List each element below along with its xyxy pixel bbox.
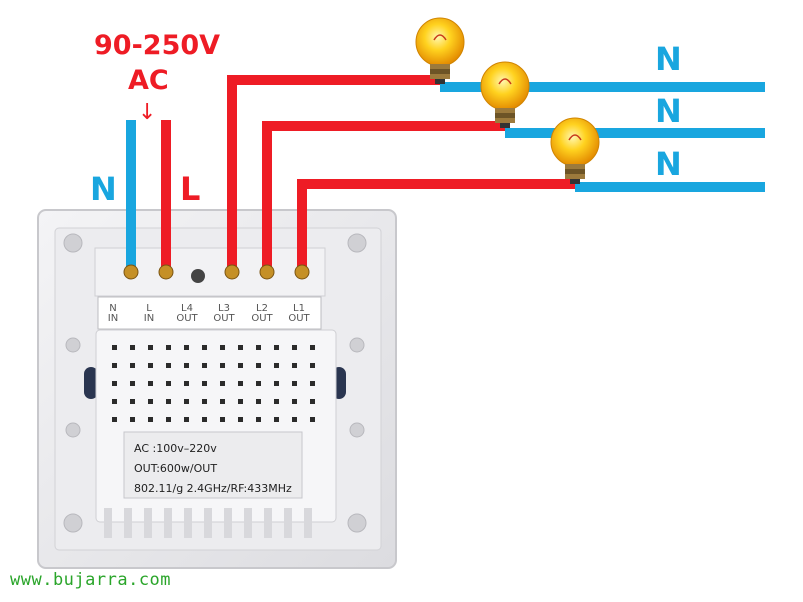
neutral-label: N: [655, 145, 682, 183]
spec-input: AC :100v–220v: [134, 442, 217, 455]
vent-hole: [148, 399, 153, 404]
vent-hole: [310, 399, 315, 404]
vent-hole: [130, 399, 135, 404]
vent-hole: [112, 363, 117, 368]
vent-hole: [220, 345, 225, 350]
vent-hole: [166, 381, 171, 386]
vent-hole: [220, 363, 225, 368]
vent-hole: [112, 417, 117, 422]
vent-hole: [112, 381, 117, 386]
vent-hole: [202, 345, 207, 350]
neutral-label: N: [655, 40, 682, 78]
switch-back-plate: [37, 209, 397, 569]
vent-hole: [148, 417, 153, 422]
vent-hole: [130, 381, 135, 386]
vent-hole: [274, 345, 279, 350]
vent-hole: [148, 363, 153, 368]
vent-hole: [220, 381, 225, 386]
vent-hole: [202, 417, 207, 422]
live-supply-label: L: [180, 170, 201, 208]
vent-hole: [202, 381, 207, 386]
vent-hole: [166, 399, 171, 404]
vent-hole: [256, 399, 261, 404]
vent-hole: [292, 399, 297, 404]
vent-hole: [256, 363, 261, 368]
vent-hole: [274, 399, 279, 404]
vent-hole: [220, 417, 225, 422]
supply-arrow: ↓: [138, 100, 157, 125]
vent-hole: [130, 363, 135, 368]
supply-voltage-label: 90-250V: [94, 30, 221, 61]
neutral-label: N: [655, 92, 682, 130]
vent-hole: [310, 381, 315, 386]
vent-hole: [238, 417, 243, 422]
vent-hole: [148, 381, 153, 386]
vent-hole: [148, 345, 153, 350]
vent-hole: [130, 345, 135, 350]
vent-hole: [184, 399, 189, 404]
terminal-screws: [123, 264, 310, 283]
vent-hole: [310, 345, 315, 350]
vent-hole: [166, 417, 171, 422]
vent-hole: [310, 363, 315, 368]
vent-hole: [112, 345, 117, 350]
bulb-icon: [415, 17, 465, 84]
vent-hole: [292, 417, 297, 422]
vent-hole: [274, 363, 279, 368]
vent-hole: [184, 381, 189, 386]
vent-hole: [184, 345, 189, 350]
vent-hole: [274, 381, 279, 386]
neutral-supply-label: N: [90, 170, 117, 208]
bulb-icon: [550, 117, 600, 184]
vent-hole: [112, 399, 117, 404]
vent-hole: [238, 345, 243, 350]
vent-hole: [184, 363, 189, 368]
vent-hole: [202, 363, 207, 368]
vent-hole: [166, 345, 171, 350]
spec-radio: 802.11/g 2.4GHz/RF:433MHz: [134, 482, 292, 495]
vent-hole: [292, 381, 297, 386]
live-wires: [161, 75, 575, 268]
vent-hole: [310, 417, 315, 422]
vent-hole: [184, 417, 189, 422]
supply-type-label: AC: [128, 65, 169, 96]
vent-hole: [166, 363, 171, 368]
bulb-icon: [480, 61, 530, 128]
vent-hole: [292, 363, 297, 368]
spec-output: OUT:600w/OUT: [134, 462, 218, 475]
vent-hole: [256, 417, 261, 422]
vent-hole: [292, 345, 297, 350]
vent-holes: [112, 345, 315, 422]
vent-hole: [238, 363, 243, 368]
vent-hole: [256, 345, 261, 350]
vent-hole: [256, 381, 261, 386]
vent-hole: [274, 417, 279, 422]
vent-hole: [202, 399, 207, 404]
vent-hole: [238, 381, 243, 386]
vent-hole: [238, 399, 243, 404]
vent-hole: [220, 399, 225, 404]
watermark: www.bujarra.com: [10, 570, 172, 590]
vent-hole: [130, 417, 135, 422]
